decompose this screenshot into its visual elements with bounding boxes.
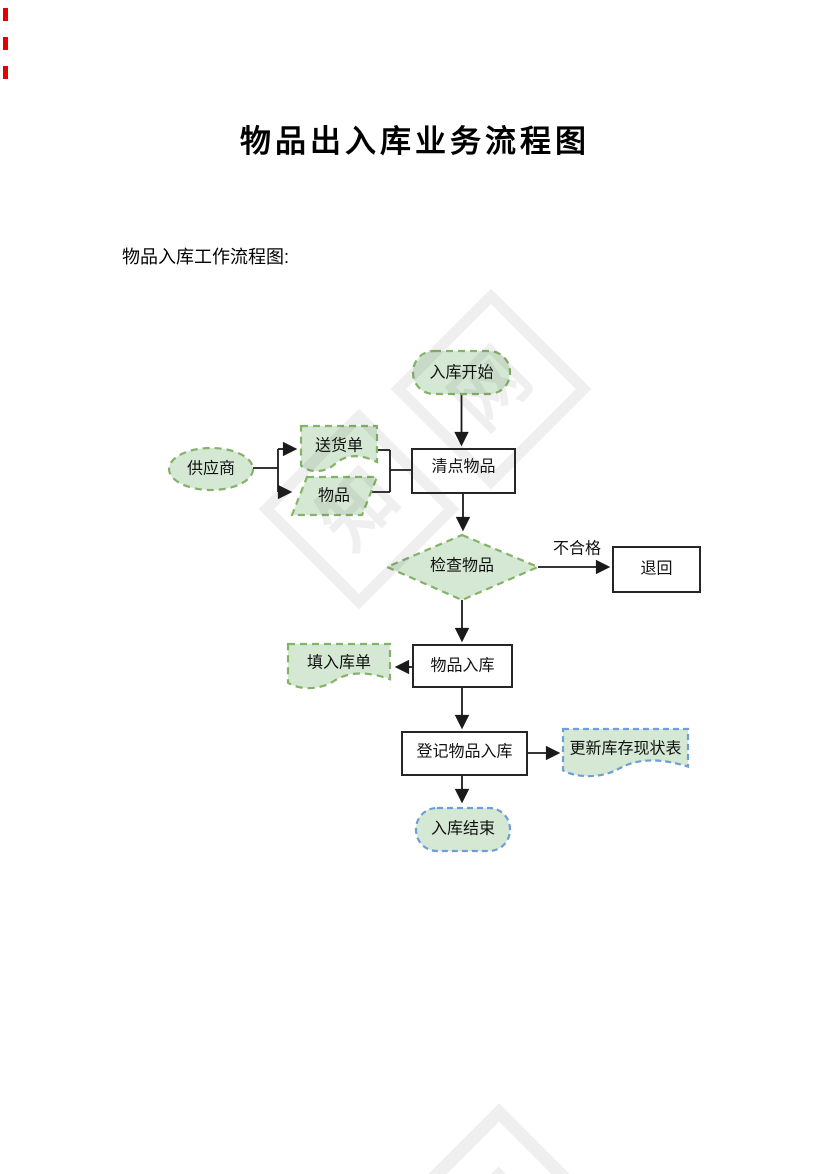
node-inspect-goods-shape bbox=[384, 533, 541, 602]
node-stock-in-label: 物品入库 bbox=[430, 657, 494, 675]
node-update-table-shape bbox=[561, 727, 690, 778]
node-return-label: 退回 bbox=[640, 560, 672, 578]
node-end-shape bbox=[414, 806, 512, 853]
node-fill-receipt-label: 填入库单 bbox=[307, 654, 371, 672]
node-count-goods-label: 清点物品 bbox=[431, 458, 495, 476]
page-title: 物品出入库业务流程图 bbox=[240, 124, 590, 159]
node-delivery-note-shape bbox=[299, 424, 379, 473]
edge-label-fail: 不合格 bbox=[553, 540, 601, 558]
node-fill-receipt-shape bbox=[286, 642, 392, 690]
node-stock-in-shape bbox=[412, 644, 513, 688]
node-return-shape bbox=[612, 546, 701, 593]
node-goods-label: 物品 bbox=[318, 487, 350, 505]
node-start-label: 入库开始 bbox=[429, 364, 493, 382]
node-register-shape bbox=[401, 731, 528, 776]
revision-mark bbox=[3, 66, 8, 79]
node-register-label: 登记物品入库 bbox=[416, 743, 512, 761]
section-heading: 物品入库工作流程图: bbox=[122, 247, 290, 267]
connectors bbox=[253, 394, 611, 804]
node-goods-shape bbox=[290, 475, 379, 517]
node-supplier-shape bbox=[167, 446, 255, 492]
node-count-goods-shape bbox=[411, 448, 516, 494]
revision-mark bbox=[3, 37, 8, 50]
node-end-label: 入库结束 bbox=[431, 820, 495, 838]
revision-mark bbox=[3, 8, 8, 21]
node-delivery-note-label: 送货单 bbox=[315, 437, 363, 455]
node-supplier-label: 供应商 bbox=[187, 459, 235, 478]
node-update-table-label: 更新库存现状表 bbox=[569, 740, 681, 758]
node-start-shape bbox=[411, 349, 512, 396]
node-inspect-goods-label: 检查物品 bbox=[430, 557, 494, 575]
